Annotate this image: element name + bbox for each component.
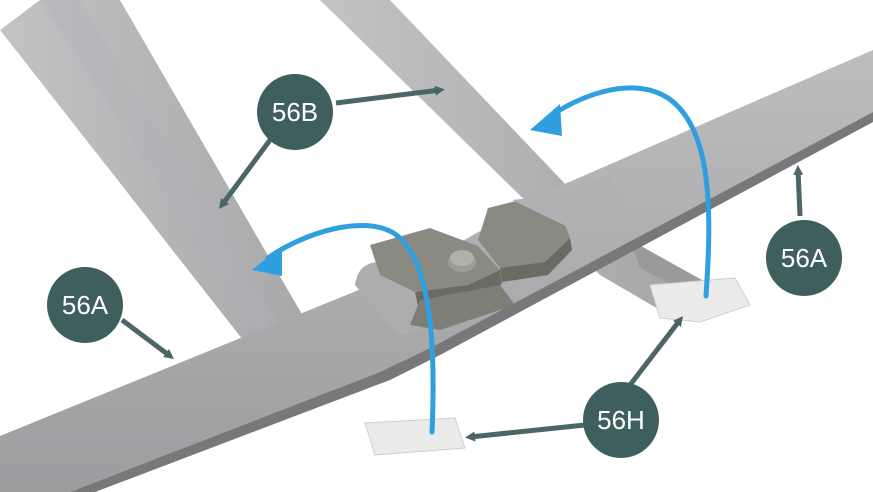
pointer-arrow-56b-right bbox=[335, 85, 445, 106]
tape-left bbox=[364, 417, 466, 456]
callout-label: 56H bbox=[597, 405, 645, 435]
callout-label: 56A bbox=[62, 290, 109, 320]
buckle bbox=[355, 175, 620, 335]
pointer-arrows bbox=[120, 85, 804, 442]
fold-arrow-right bbox=[545, 85, 712, 299]
pointer-arrow-56a-left bbox=[120, 318, 174, 359]
pointer-arrow-56h-right bbox=[628, 316, 684, 387]
strap-left-diagonal bbox=[0, 0, 340, 400]
pointer-arrow-56a-right bbox=[793, 165, 804, 217]
callout-circle bbox=[47, 267, 123, 343]
callout-label: 56A bbox=[781, 243, 828, 273]
fold-arrow-left-head bbox=[252, 246, 282, 276]
callout-circle bbox=[583, 382, 659, 458]
tape-right bbox=[649, 277, 751, 323]
callout-circle bbox=[766, 220, 842, 296]
fold-arrow-left bbox=[265, 223, 436, 435]
callout-label: 56B bbox=[272, 97, 318, 127]
callout-56a-right: 56A bbox=[766, 220, 842, 296]
pointer-arrow-56h-left bbox=[465, 422, 586, 442]
pointer-arrow-56b-down bbox=[219, 138, 273, 210]
fold-arrow-right-head bbox=[530, 104, 562, 136]
callout-circle bbox=[257, 74, 333, 150]
callout-56b: 56B bbox=[257, 74, 333, 150]
fold-arrows bbox=[252, 85, 712, 435]
callout-56a-left: 56A bbox=[47, 267, 123, 343]
callout-56h: 56H bbox=[583, 382, 659, 458]
tape-pieces bbox=[364, 277, 751, 456]
